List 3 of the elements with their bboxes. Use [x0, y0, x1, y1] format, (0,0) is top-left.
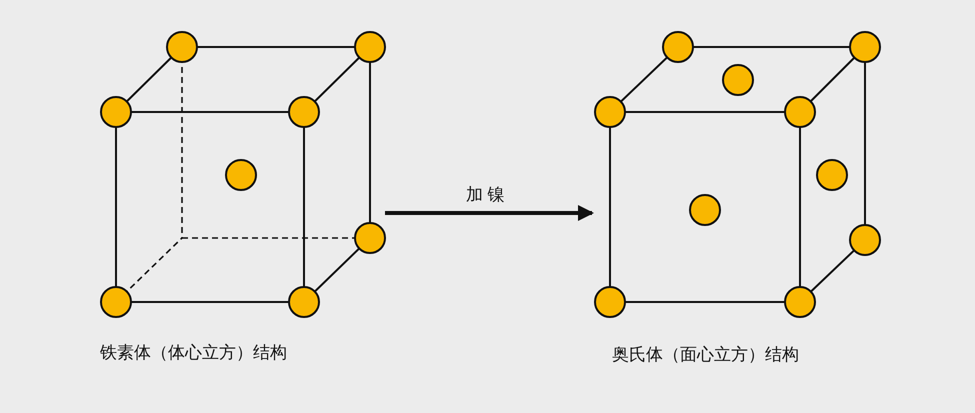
structure-caption: 铁素体（体心立方）结构	[100, 342, 287, 364]
structure-caption: 奥氏体（面心立方）结构	[612, 344, 799, 366]
arrow	[385, 205, 594, 221]
